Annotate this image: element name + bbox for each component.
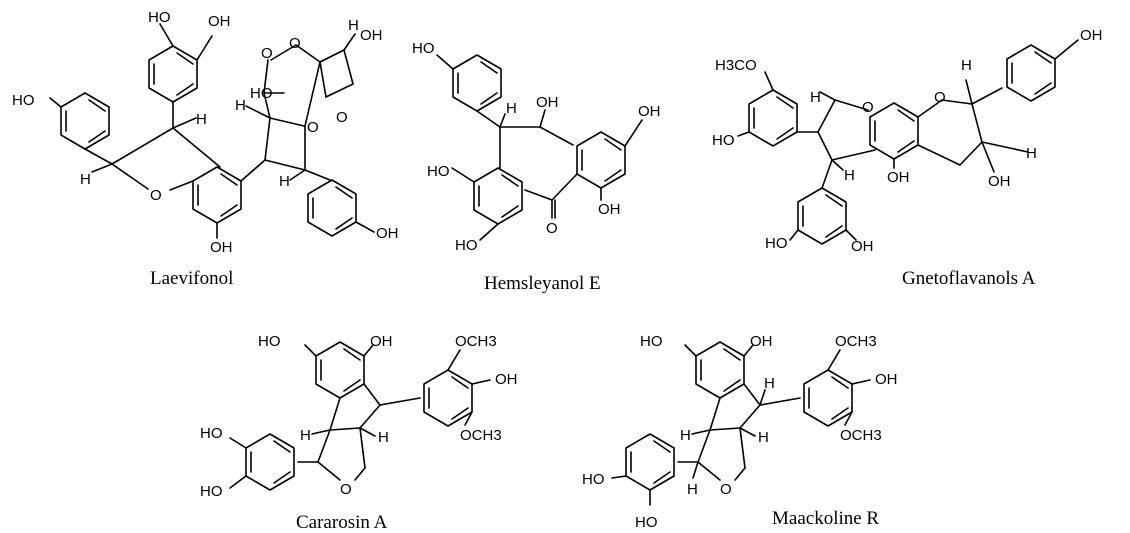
atom-label: O [150, 187, 162, 204]
atom-label: OH [370, 333, 393, 350]
atom-label: O [934, 89, 946, 106]
molecule-laevifonol: HO OH HO H H O OH O O H OH HO H O O H OH… [12, 9, 399, 289]
atom-label: H [348, 17, 359, 34]
gnetoflavanols-a-bonds [737, 39, 1079, 245]
maackoline-r-bonds [611, 341, 871, 506]
atom-label: O [340, 481, 352, 498]
atom-label: HO [12, 92, 35, 109]
atom-label: H3CO [715, 57, 757, 74]
atom-label: H [1026, 145, 1037, 162]
atom-label: H [196, 111, 207, 128]
hemsleyanol-e-bonds [436, 54, 643, 241]
atom-label: OCH3 [455, 333, 497, 350]
hemsleyanol-e-atom-labels: HO H OH OH HO HO O OH [412, 40, 661, 254]
laevifonol-bonds [49, 23, 375, 239]
molecule-name: Hemsleyanol E [484, 273, 601, 294]
cararosin-a-bonds [229, 341, 491, 491]
molecule-cararosin-a: HO OH OCH3 OH OCH3 HO HO H H O Cararosin… [200, 333, 518, 533]
atom-label: O [307, 119, 319, 136]
atom-label: H [758, 429, 769, 446]
atom-label: H [680, 427, 691, 444]
atom-label: HO [250, 85, 273, 102]
atom-label: OH [851, 238, 874, 255]
atom-label: O [336, 109, 348, 126]
laevifonol-atom-labels: HO OH HO H H O OH O O H OH HO H O O H OH [12, 9, 399, 256]
atom-label: O [862, 99, 874, 116]
atom-label: OCH3 [840, 427, 882, 444]
atom-label: OH [360, 27, 383, 44]
atom-label: HO [455, 237, 478, 254]
atom-label: OH [210, 239, 233, 256]
gnetoflavanols-a-atom-labels: H3CO HO H O O H OH H H OH OH HO OH [712, 27, 1103, 255]
atom-label: OH [750, 333, 773, 350]
molecule-name: Gnetoflavanols A [902, 268, 1036, 289]
atom-label: O [289, 35, 301, 52]
atom-label: HO [258, 333, 281, 350]
atom-label: H [80, 171, 91, 188]
atom-label: H [378, 429, 389, 446]
atom-label: OH [887, 169, 910, 186]
atom-label: OCH3 [835, 333, 877, 350]
atom-label: HO [582, 471, 605, 488]
molecule-maackoline-r: HO OH H OCH3 OH OCH3 H H HO HO H O Maack… [582, 333, 898, 531]
atom-label: H [810, 89, 821, 106]
atom-label: H [506, 100, 517, 117]
atom-label: H [844, 167, 855, 184]
atom-label: OH [495, 371, 518, 388]
atom-label: HO [635, 514, 658, 531]
atom-label: H [279, 173, 290, 190]
atom-label: H [300, 427, 311, 444]
atom-label: HO [765, 235, 788, 252]
atom-label: HO [412, 40, 435, 57]
atom-label: OH [376, 225, 399, 242]
atom-label: OH [875, 371, 898, 388]
atom-label: OH [1080, 27, 1103, 44]
atom-label: HO [200, 425, 223, 442]
atom-label: HO [148, 9, 171, 26]
molecule-name: Cararosin A [296, 512, 388, 533]
atom-label: HO [712, 132, 735, 149]
atom-label: OH [598, 201, 621, 218]
atom-label: OH [208, 13, 231, 30]
atom-label: OH [638, 103, 661, 120]
atom-label: O [261, 45, 273, 62]
atom-label: OH [988, 173, 1011, 190]
atom-label: O [720, 481, 732, 498]
atom-label: HO [200, 483, 223, 500]
atom-label: H [235, 97, 246, 114]
atom-label: OCH3 [460, 427, 502, 444]
molecule-gnetoflavanols-a: H3CO HO H O O H OH H H OH OH HO OH Gneto… [712, 27, 1103, 289]
atom-label: HO [427, 163, 450, 180]
molecule-hemsleyanol-e: HO H OH OH HO HO O OH Hemsleyanol E [412, 40, 661, 294]
atom-label: H [961, 57, 972, 74]
atom-label: OH [536, 94, 559, 111]
atom-label: H [687, 481, 698, 498]
molecule-name: Laevifonol [150, 268, 233, 289]
atom-label: HO [640, 333, 663, 350]
maackoline-r-atom-labels: HO OH H OCH3 OH OCH3 H H HO HO H O [582, 333, 898, 531]
molecule-name: Maackoline R [772, 508, 879, 529]
atom-label: O [546, 220, 558, 237]
atom-label: H [764, 375, 775, 392]
cararosin-a-atom-labels: HO OH OCH3 OH OCH3 HO HO H H O [200, 333, 518, 500]
